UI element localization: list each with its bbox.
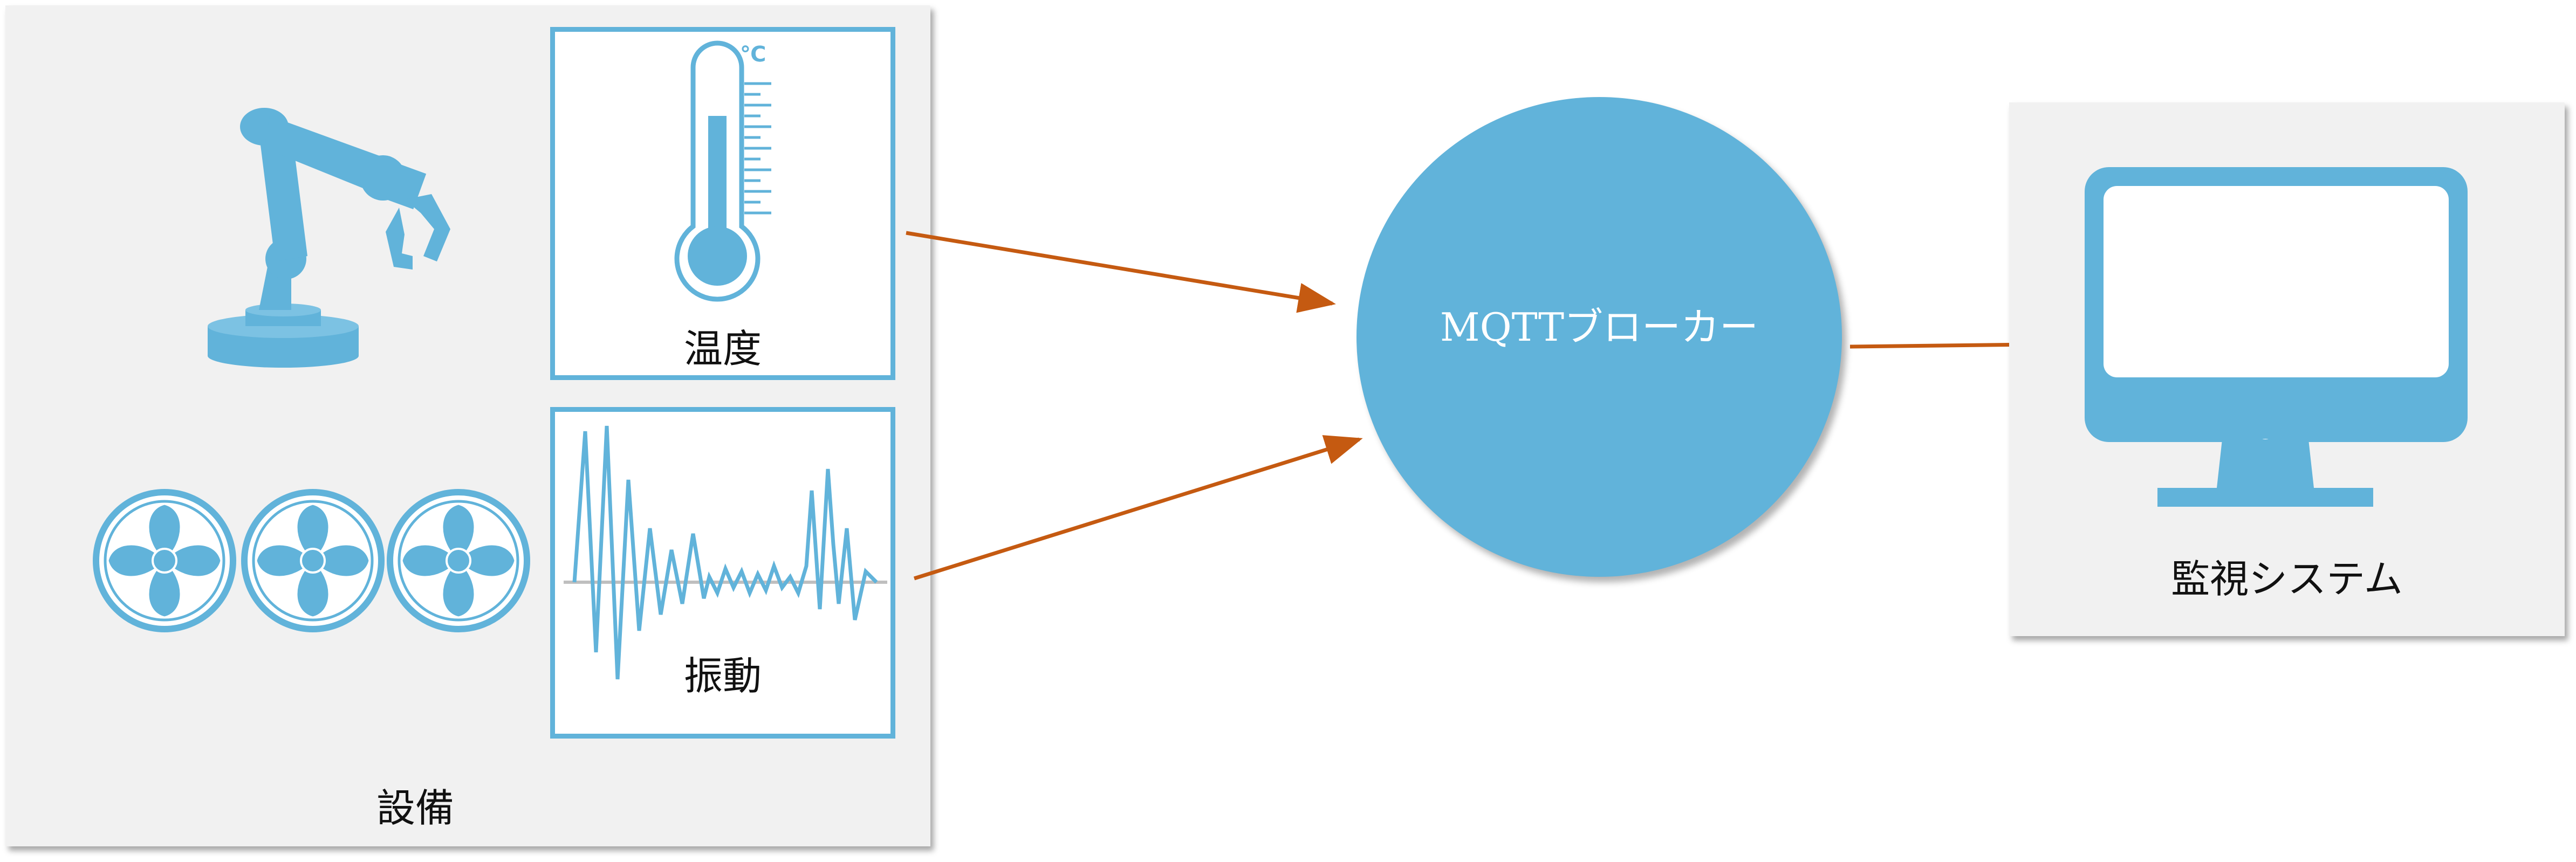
broker-label: MQTTブローカー: [1440, 305, 1759, 350]
temperature-label: 温度: [683, 326, 762, 371]
fan-icon: [241, 489, 385, 632]
vibration-waveform-icon: [564, 425, 887, 680]
vibration-to-broker-arrow: [913, 435, 1363, 581]
robot-arm-icon: [208, 108, 450, 368]
fan-icon: [387, 489, 530, 632]
mqtt-broker-node: [1356, 97, 1842, 577]
vibration-label: 振動: [683, 653, 762, 699]
fan-icon: [93, 489, 236, 632]
temperature-to-broker-arrow: [906, 231, 1336, 313]
monitor-icon: [2085, 167, 2468, 507]
equipment-label: 設備: [376, 785, 454, 831]
celsius-symbol: ℃: [740, 42, 766, 67]
thermometer-icon: [674, 40, 771, 302]
monitoring-system-label: 監視システム: [2171, 556, 2403, 602]
